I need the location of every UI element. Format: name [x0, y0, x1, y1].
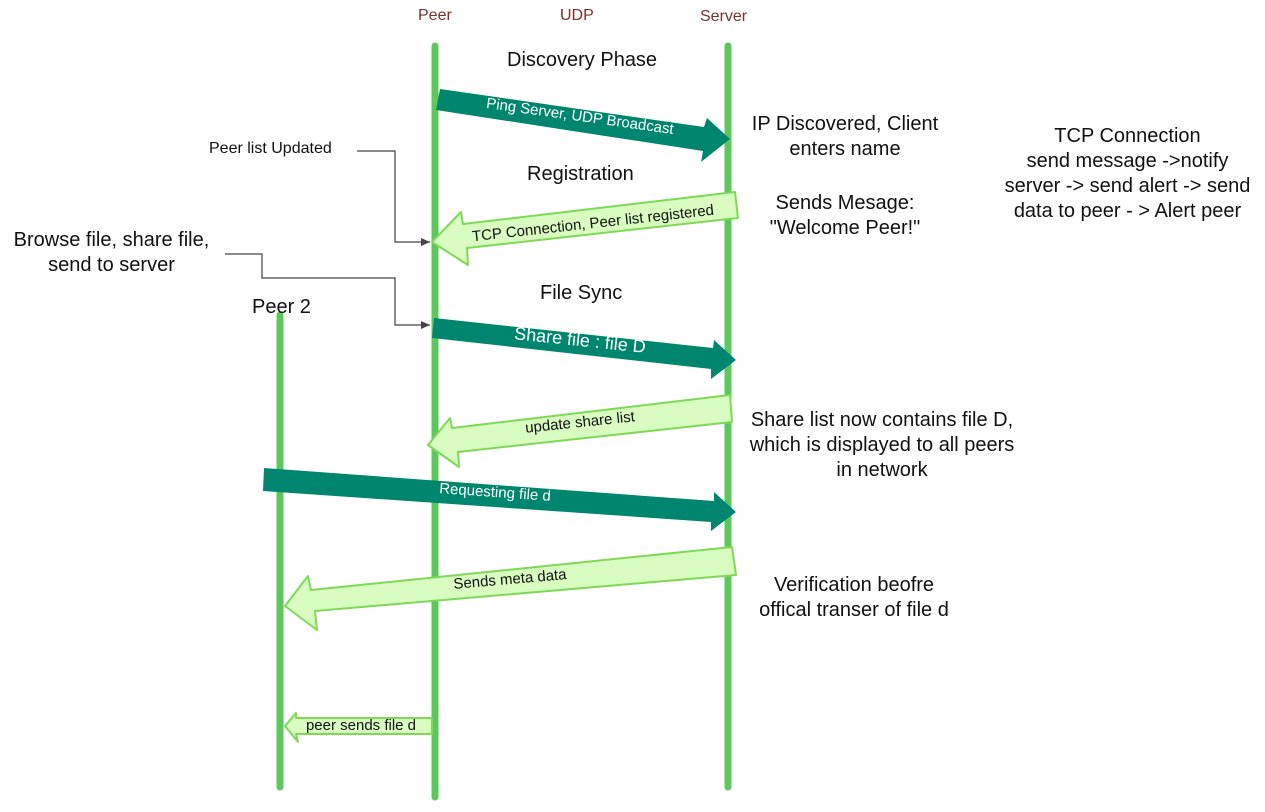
browse-file-note: Browse file, share file, send to server	[13, 229, 210, 276]
peer-sends-file-label: peer sends file d	[305, 717, 417, 734]
peer-list-updated-note: Peer list Updated	[209, 140, 332, 157]
share-file-arrow	[432, 318, 736, 379]
registration-phase-title: Registration	[527, 163, 634, 185]
sends-message-note: Sends Mesage: "Welcome Peer!"	[769, 192, 921, 239]
update-share-list-arrow	[427, 394, 733, 468]
discovery-phase-title: Discovery Phase	[507, 49, 658, 71]
udp-header: UDP	[560, 7, 594, 24]
tcp-connection-note: TCP Connection send message ->notify ser…	[1004, 125, 1251, 222]
verification-note: Verification beofre offical transer of f…	[759, 574, 949, 621]
browse-file-connector	[225, 253, 430, 329]
peer-sends-file-arrow	[284, 712, 433, 743]
ip-discovered-note: IP Discovered, Client enters name	[751, 113, 939, 160]
peer-header: Peer	[418, 7, 452, 24]
server-header: Server	[700, 8, 748, 25]
peer-list-connector	[357, 150, 430, 246]
file-sync-phase-title: File Sync	[540, 282, 623, 304]
requesting-file-arrow	[263, 468, 736, 531]
tcp-registration-arrow	[431, 191, 739, 266]
share-list-note: Share list now contains file D, which is…	[749, 409, 1015, 481]
peer2-header: Peer 2	[252, 296, 311, 318]
sends-meta-data-arrow	[284, 546, 737, 631]
ping-server-arrow	[436, 89, 730, 162]
